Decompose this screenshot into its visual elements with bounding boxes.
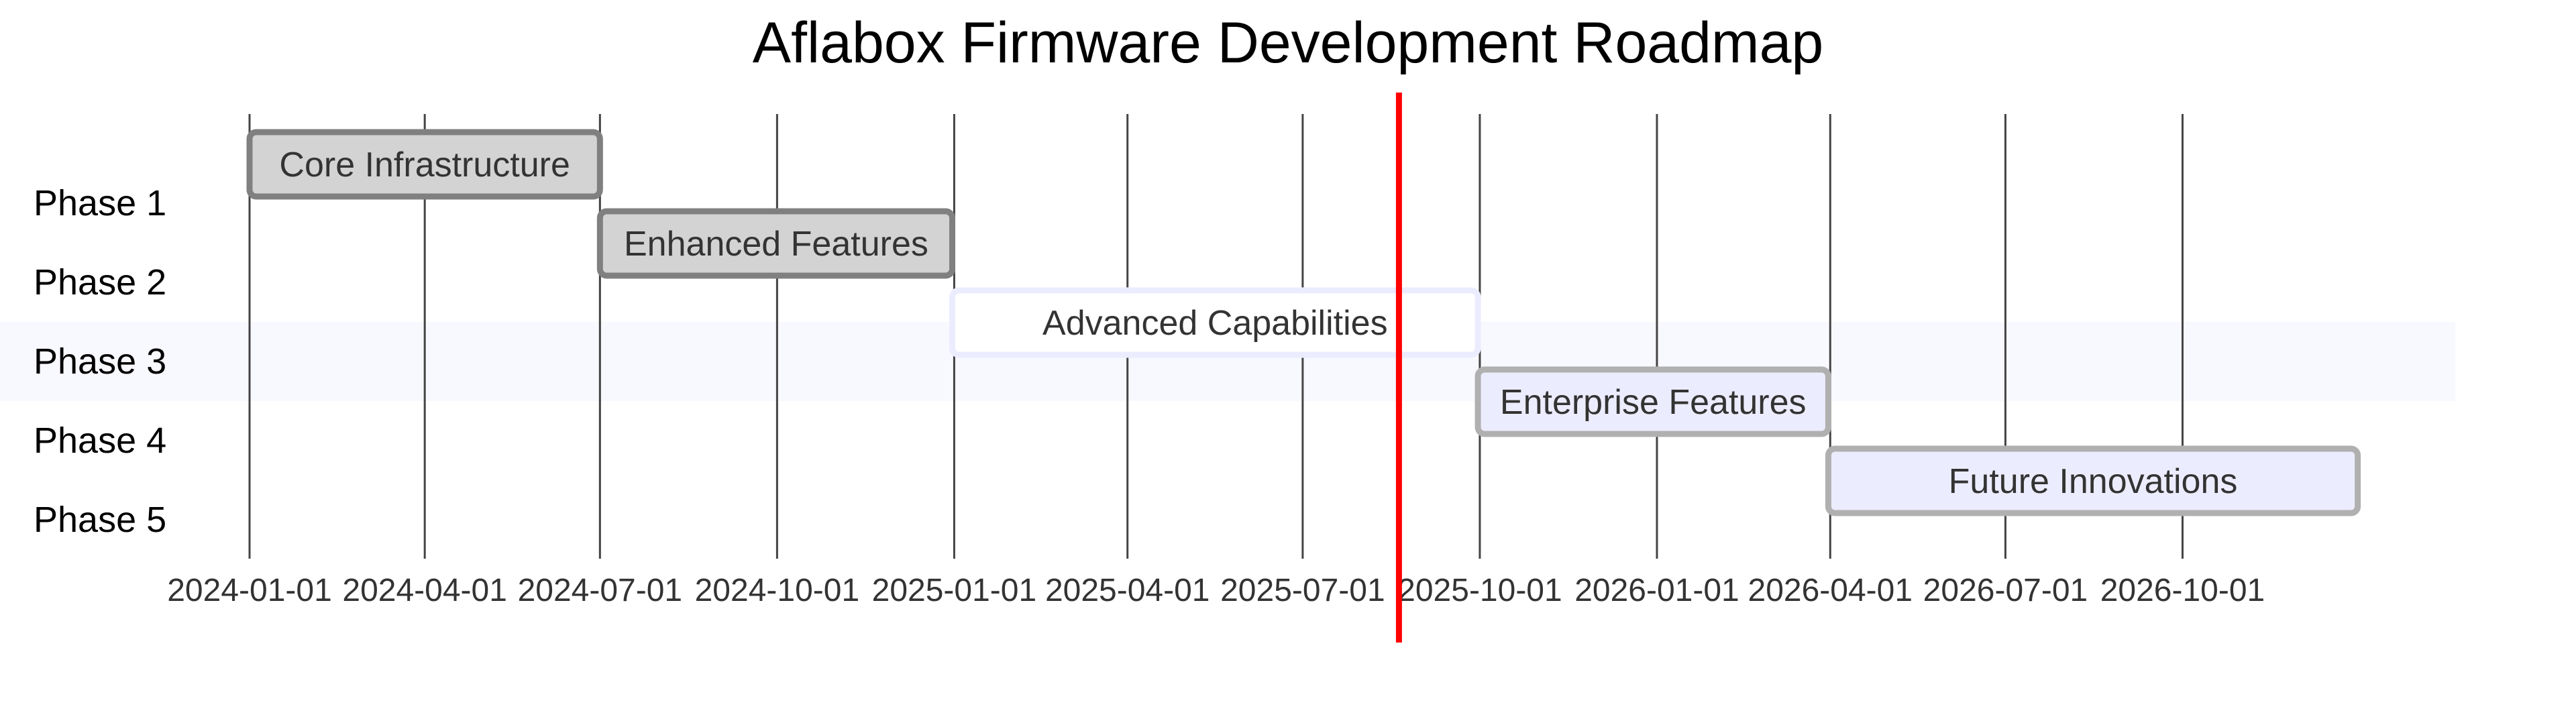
x-tick-label: 2025-04-01 xyxy=(1045,573,1210,608)
task-bar xyxy=(949,287,1481,358)
task-bar xyxy=(246,129,603,200)
section-label: Phase 2 xyxy=(34,262,166,302)
task-bar xyxy=(596,208,956,279)
x-tick-label: 2024-07-01 xyxy=(518,573,683,608)
task-bar xyxy=(1825,445,2361,516)
x-axis-ticks: 2024-01-01 2024-04-01 2024-07-01 2024-10-01… xyxy=(167,573,2265,608)
task-label: Enterprise Features xyxy=(1500,383,1807,422)
task-bar-group: Advanced Capabilities xyxy=(949,287,1481,358)
task-label: Enhanced Features xyxy=(624,225,928,264)
task-bar xyxy=(1474,366,1831,437)
x-tick-label: 2025-01-01 xyxy=(872,573,1037,608)
task-label: Future Innovations xyxy=(1949,462,2238,501)
task-bar-group: Future Innovations xyxy=(1825,445,2361,516)
task-label: Core Infrastructure xyxy=(279,146,570,184)
task-bar-group: Enhanced Features xyxy=(596,208,956,279)
x-tick-label: 2026-10-01 xyxy=(2100,573,2265,608)
task-label: Advanced Capabilities xyxy=(1042,304,1388,343)
x-tick-label: 2026-01-01 xyxy=(1574,573,1739,608)
section-label: Phase 4 xyxy=(34,421,166,461)
section-label: Phase 3 xyxy=(34,341,166,382)
section-label: Phase 1 xyxy=(34,183,166,223)
chart-title: Aflabox Firmware Development Roadmap xyxy=(753,11,1823,75)
x-tick-label: 2026-07-01 xyxy=(1923,573,2088,608)
x-tick-label: 2026-04-01 xyxy=(1748,573,1913,608)
section-labels: Phase 1 Phase 2 Phase 3 Phase 4 Phase 5 xyxy=(34,183,166,540)
x-tick-label: 2024-10-01 xyxy=(695,573,860,608)
x-tick-label: 2024-04-01 xyxy=(342,573,507,608)
x-tick-label: 2025-07-01 xyxy=(1220,573,1385,608)
task-bar-group: Enterprise Features xyxy=(1474,366,1831,437)
x-tick-label: 2025-10-01 xyxy=(1397,573,1562,608)
task-bar-group: Core Infrastructure xyxy=(246,129,603,200)
x-tick-label: 2024-01-01 xyxy=(167,573,332,608)
section-label: Phase 5 xyxy=(34,500,166,540)
